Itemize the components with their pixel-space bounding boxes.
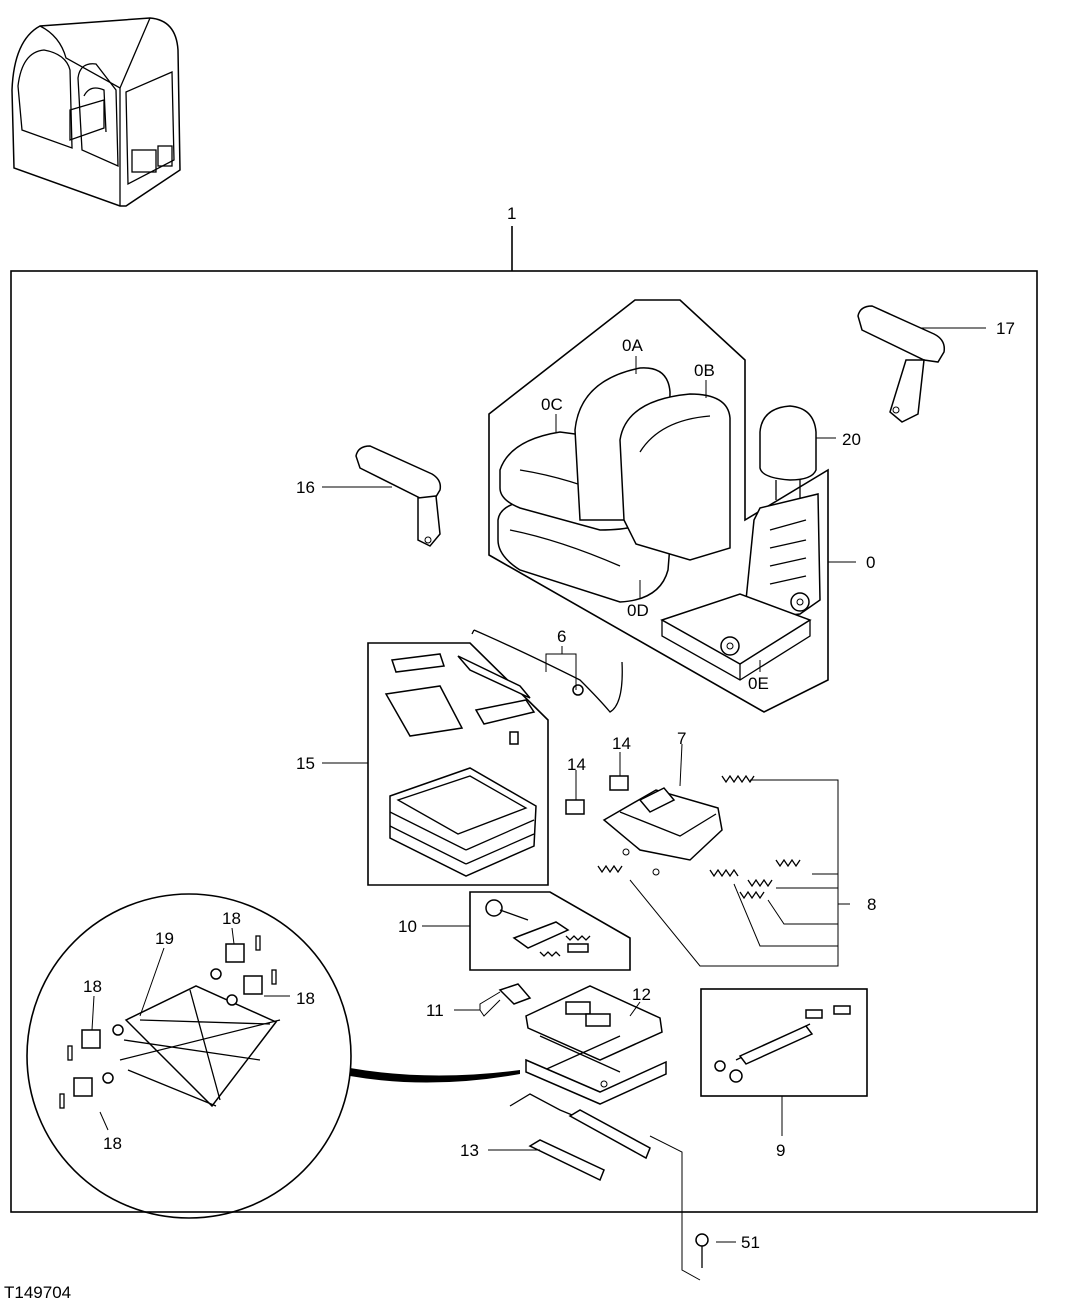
seat-frame	[660, 493, 821, 681]
callout-18c: 18	[83, 977, 102, 996]
handle-13	[509, 1093, 651, 1182]
callout-6: 6	[557, 627, 566, 646]
kit-9	[700, 988, 868, 1097]
callout-18a: 18	[222, 909, 241, 928]
callout-0D: 0D	[627, 601, 649, 620]
callout-12: 12	[632, 985, 651, 1004]
kit-15	[367, 642, 549, 886]
callout-0C: 0C	[541, 395, 563, 414]
bracket-7	[602, 787, 723, 876]
kit-10	[469, 891, 631, 971]
callout-15: 15	[296, 754, 315, 773]
seat-cushions	[497, 367, 731, 603]
bushing-18-parts	[59, 935, 277, 1109]
callout-14a: 14	[567, 755, 586, 774]
leader-lines	[91, 327, 986, 1243]
callout-0B: 0B	[694, 361, 715, 380]
springs-8	[597, 774, 850, 967]
seat-group-outline	[488, 299, 829, 713]
callout-51: 51	[741, 1233, 760, 1252]
armrest-left	[355, 445, 442, 547]
callout-19: 19	[155, 929, 174, 948]
callout-0: 0	[866, 553, 875, 572]
detail-inset-circle	[26, 893, 352, 1219]
inset-pointer	[350, 1068, 520, 1083]
assembly-frame	[10, 270, 1038, 1213]
callout-17: 17	[996, 319, 1015, 338]
callout-0A: 0A	[622, 336, 643, 355]
headrest	[759, 405, 817, 500]
callout-11: 11	[426, 1001, 444, 1020]
callout-1: 1	[507, 204, 516, 223]
part-11	[498, 983, 532, 1005]
callout-14b: 14	[612, 734, 631, 753]
armrest-right	[857, 305, 946, 423]
callout-7: 7	[677, 729, 686, 748]
cab-thumbnail	[11, 17, 181, 207]
callout-9: 9	[776, 1141, 785, 1160]
suspension-12	[525, 985, 667, 1105]
callout-13: 13	[460, 1141, 479, 1160]
callout-20: 20	[842, 430, 861, 449]
callout-8: 8	[867, 895, 876, 914]
clip-14b	[609, 775, 629, 791]
bolt-51	[649, 1135, 709, 1281]
callout-10: 10	[398, 917, 417, 936]
figure-id: T149704	[4, 1283, 71, 1302]
callout-18b: 18	[296, 989, 315, 1008]
callout-16: 16	[296, 478, 315, 497]
callout-0E: 0E	[748, 674, 769, 693]
scissor-frame-19	[102, 968, 281, 1108]
clip-14a	[565, 799, 585, 815]
cable-6	[471, 629, 623, 713]
callout-18d: 18	[103, 1134, 122, 1153]
